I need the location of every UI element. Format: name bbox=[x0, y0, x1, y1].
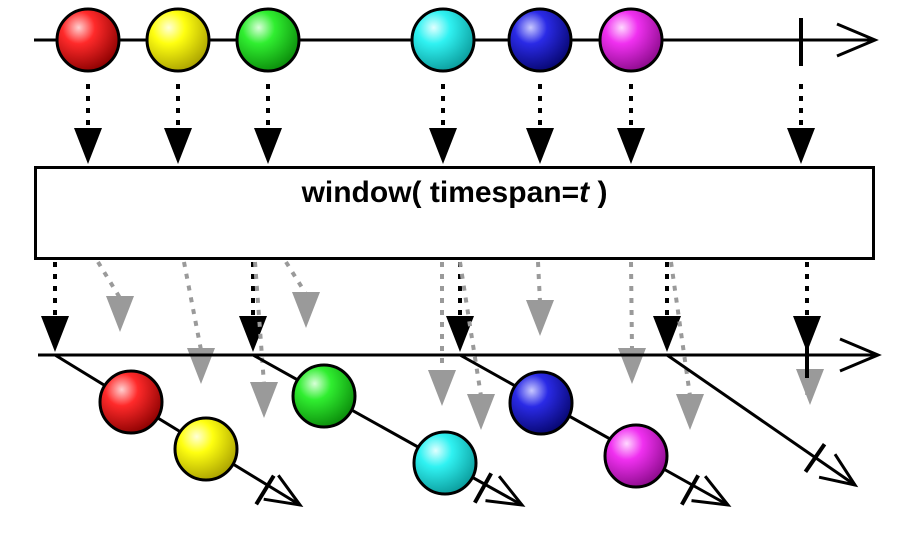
source-timeline-head bbox=[836, 22, 879, 58]
operator-close: ) bbox=[589, 176, 608, 209]
window-emit-arrow bbox=[446, 316, 474, 352]
window-1-timeline bbox=[54, 353, 301, 507]
window-3-marble-blue bbox=[508, 370, 574, 436]
item-route-arrow bbox=[106, 296, 134, 332]
window-emit-arrow bbox=[653, 316, 681, 352]
source-complete-arrow bbox=[787, 128, 815, 164]
window-4-complete-mark bbox=[803, 443, 827, 473]
source-marble-blue bbox=[507, 7, 573, 73]
timelines bbox=[34, 18, 882, 508]
item-route-arrow bbox=[187, 348, 215, 384]
item-route-arrow bbox=[250, 382, 278, 418]
window-1-marble-red bbox=[98, 369, 164, 435]
operator-param: timespan= bbox=[429, 176, 580, 209]
item-route-guide bbox=[182, 261, 203, 351]
item-route-arrow bbox=[292, 292, 320, 328]
output-timeline-head bbox=[839, 337, 882, 373]
item-route-guide bbox=[96, 260, 122, 300]
item-route-arrow bbox=[526, 300, 554, 336]
item-route-guide bbox=[253, 261, 266, 385]
item-route-guide bbox=[629, 261, 634, 351]
item-route-arrow bbox=[618, 348, 646, 384]
window-3-timeline bbox=[459, 353, 729, 507]
window-4-timeline bbox=[666, 353, 856, 487]
source-marble-yellow bbox=[145, 7, 211, 73]
window-emit-arrow bbox=[41, 316, 69, 352]
source-marble-green bbox=[235, 7, 301, 73]
source-emit-arrow bbox=[164, 128, 192, 164]
operator-arg: t bbox=[579, 176, 590, 209]
item-route-arrow bbox=[676, 394, 704, 430]
marbles bbox=[55, 7, 669, 496]
guide-arrows bbox=[41, 84, 824, 430]
window-1-marble-yellow bbox=[173, 416, 239, 482]
window-2-complete-mark bbox=[473, 472, 493, 504]
source-emit-arrow bbox=[429, 128, 457, 164]
source-marble-red bbox=[55, 7, 121, 73]
source-emit-arrow bbox=[254, 128, 282, 164]
source-marble-cyan bbox=[410, 7, 476, 73]
window-2-timeline bbox=[252, 353, 523, 507]
operator-box bbox=[34, 166, 875, 260]
source-marble-magenta bbox=[598, 7, 664, 73]
window-1-head bbox=[263, 474, 304, 508]
window-1-complete-mark bbox=[254, 474, 276, 506]
window-3-head bbox=[691, 475, 732, 507]
window-2-head bbox=[485, 475, 526, 507]
window-3-complete-mark bbox=[680, 474, 700, 506]
window-2-marble-cyan bbox=[412, 430, 478, 496]
operator-open: window( bbox=[301, 176, 430, 209]
source-emit-arrow bbox=[74, 128, 102, 164]
window-3-marble-magenta bbox=[603, 423, 669, 489]
window-2-marble-green bbox=[291, 363, 357, 429]
item-route-arrow bbox=[467, 394, 495, 430]
item-route-guide bbox=[284, 260, 308, 296]
source-emit-arrow bbox=[526, 128, 554, 164]
window-4-head bbox=[818, 453, 859, 488]
item-route-arrow bbox=[796, 369, 824, 405]
source-emit-arrow bbox=[617, 128, 645, 164]
operator-label: window( timespan=t ) bbox=[34, 176, 875, 210]
item-route-arrow bbox=[428, 370, 456, 406]
item-route-guide bbox=[536, 261, 542, 303]
output-complete-arrow bbox=[793, 316, 821, 352]
item-route-guide bbox=[669, 261, 692, 397]
